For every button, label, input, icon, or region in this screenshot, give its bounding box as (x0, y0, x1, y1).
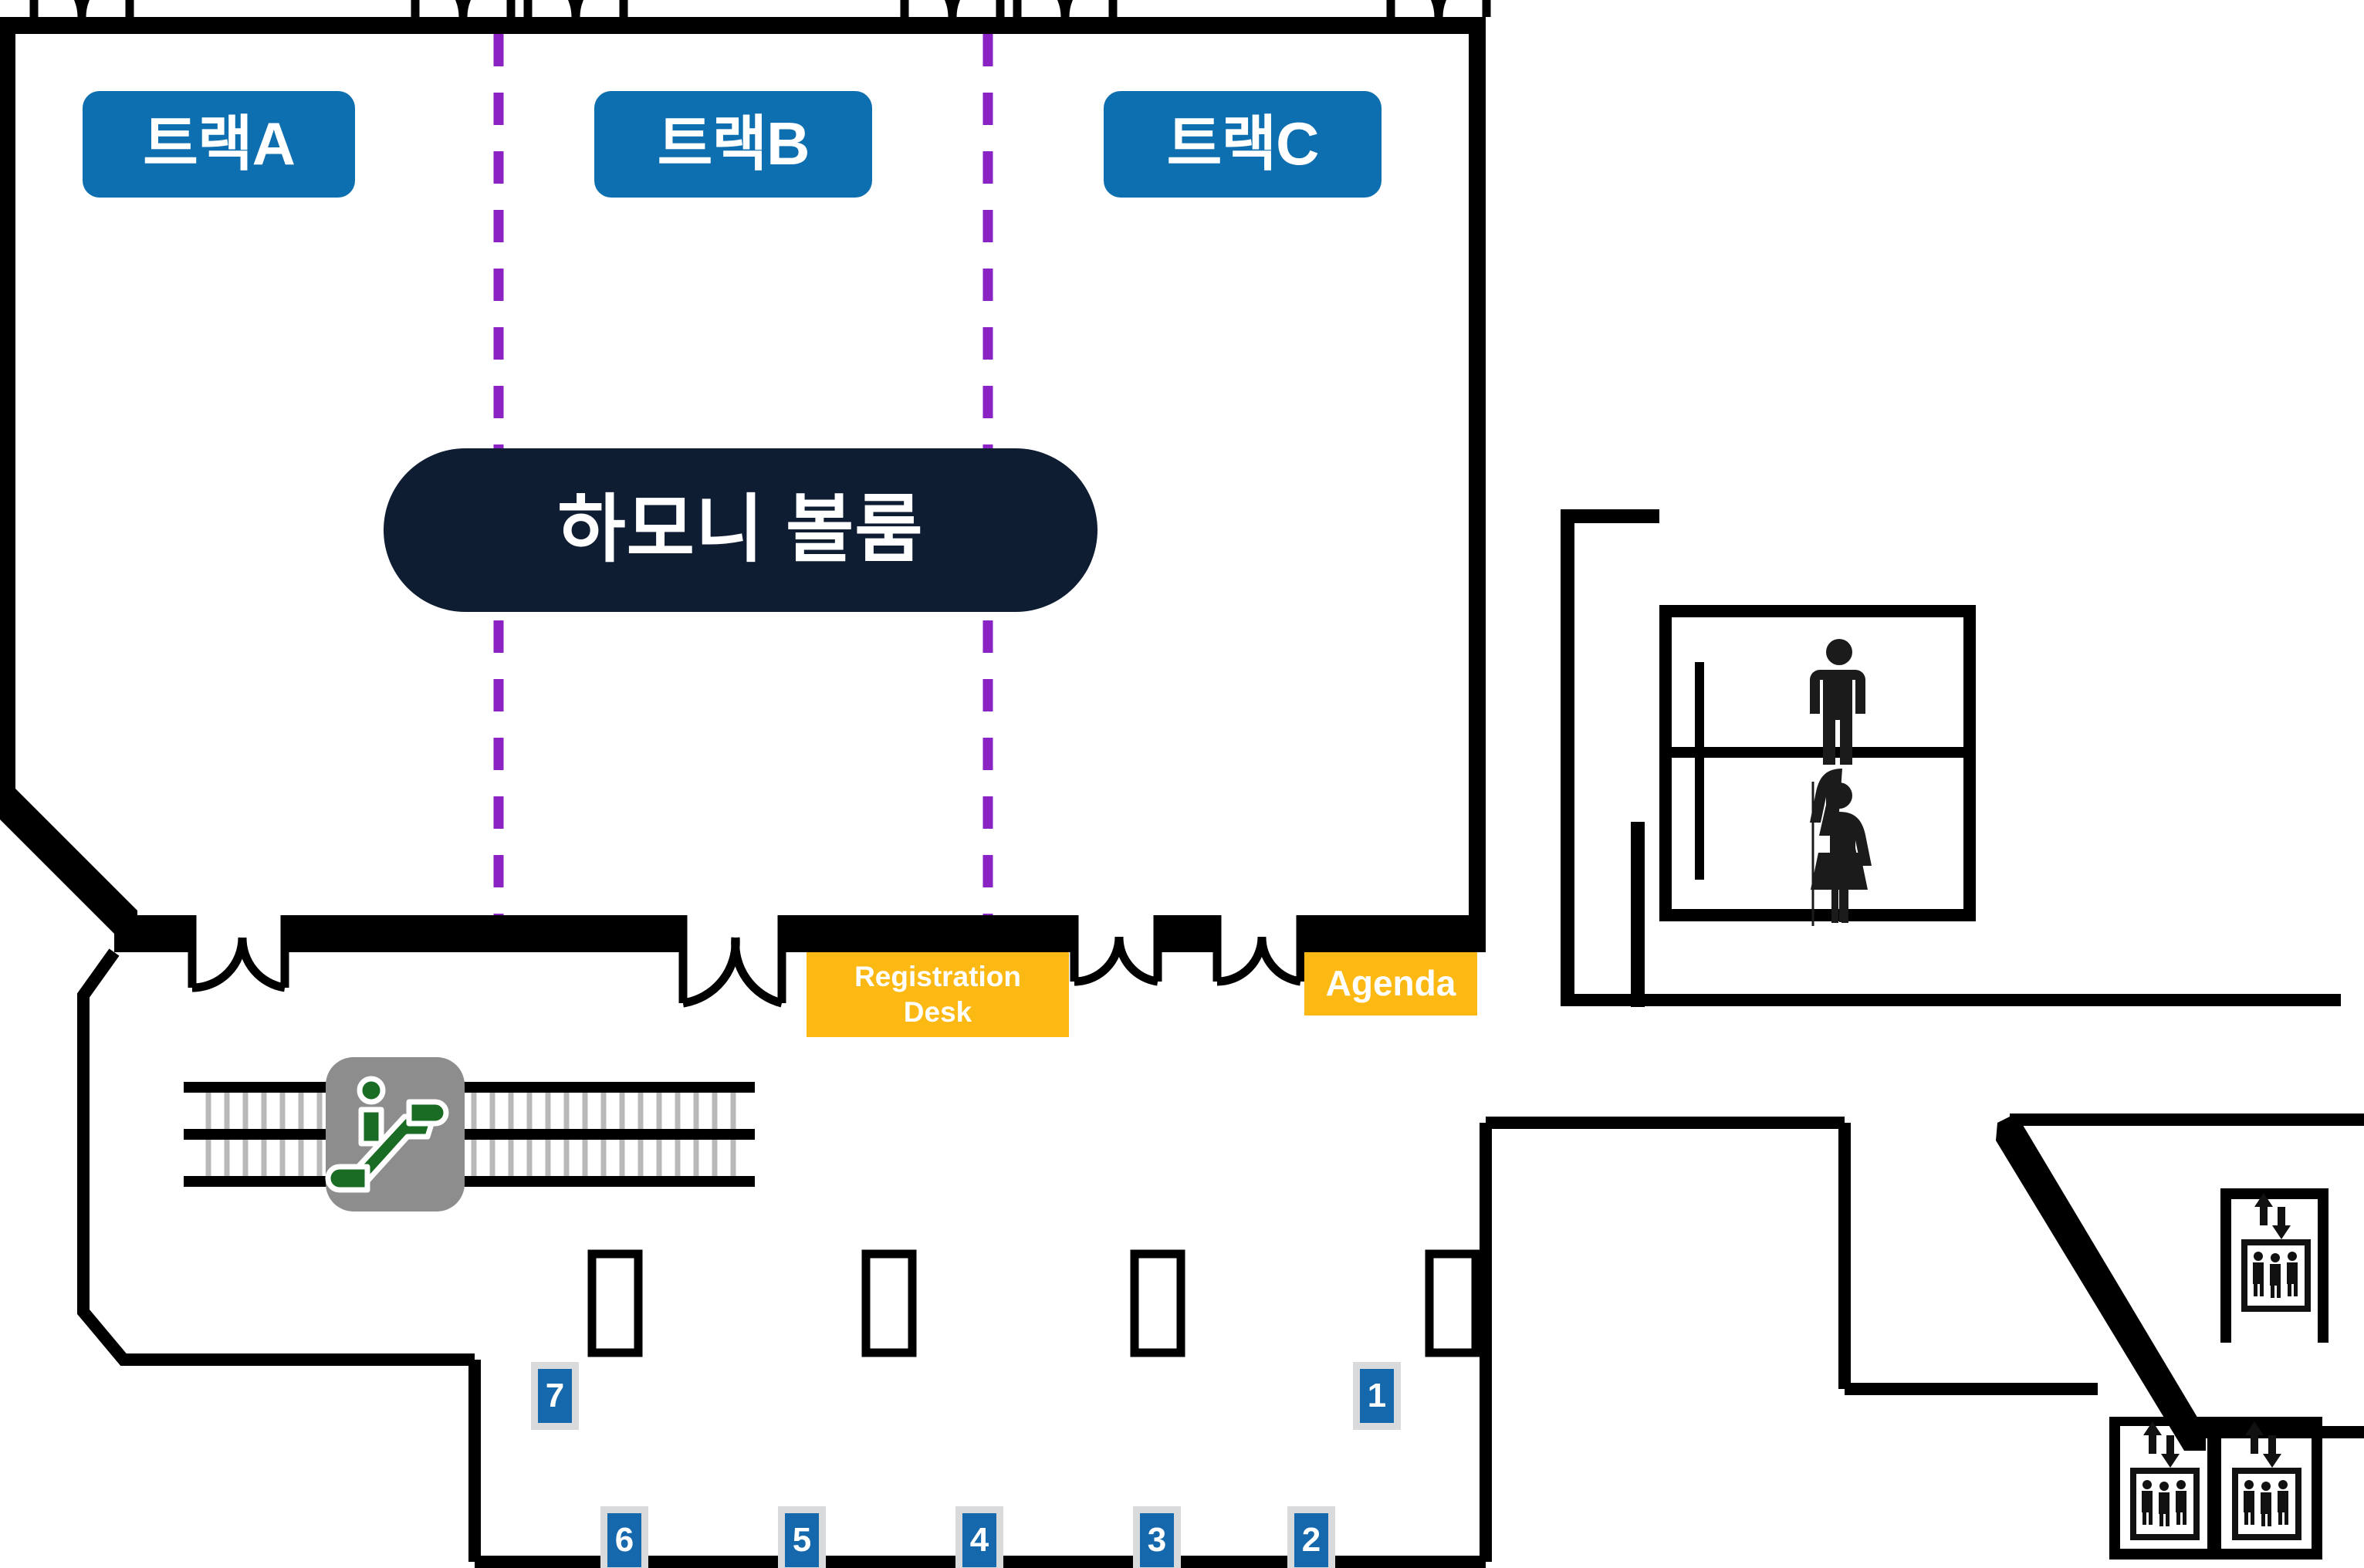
escalator-icon (325, 1057, 465, 1211)
restroom-block-walls (1561, 509, 2341, 1007)
booth-marker-7[interactable]: 7 (531, 1362, 579, 1430)
escalator-track (184, 1082, 755, 1187)
ballroom-top-doors (29, 0, 1491, 18)
booth-marker-6[interactable]: 6 (600, 1506, 648, 1568)
concourse-walls (77, 948, 2098, 1568)
column (1425, 1249, 1480, 1357)
male-restroom-icon (1810, 639, 1865, 765)
booth-marker-4[interactable]: 4 (955, 1506, 1003, 1568)
registration-desk-label[interactable]: Registration Desk (807, 952, 1069, 1037)
registration-desk-line1: Registration (854, 960, 1021, 992)
agenda-label[interactable]: Agenda (1304, 952, 1477, 1015)
booth-marker-5[interactable]: 5 (778, 1506, 826, 1568)
concourse-columns (587, 1249, 1480, 1357)
track-b-label[interactable]: 트랙B (594, 91, 872, 198)
elevator-icon (2241, 1193, 2311, 1312)
booth-marker-3[interactable]: 3 (1133, 1506, 1181, 1568)
booth-marker-2[interactable]: 2 (1287, 1506, 1335, 1568)
harmony-ballroom-label[interactable]: 하모니 볼룸 (384, 448, 1097, 612)
column (861, 1249, 917, 1357)
track-c-label[interactable]: 트랙C (1104, 91, 1382, 198)
registration-desk-line2: Desk (903, 996, 972, 1028)
ballroom-bottom-doors (188, 915, 1305, 1008)
column (587, 1249, 643, 1357)
female-restroom-icon (1810, 769, 1872, 926)
elevator-lobby-walls (1996, 1113, 2364, 1560)
elevator-icon (2130, 1421, 2200, 1540)
agenda-line1: Agenda (1325, 963, 1456, 1004)
elevator-icon (2232, 1421, 2301, 1540)
column (1130, 1249, 1185, 1357)
track-a-label[interactable]: 트랙A (83, 91, 355, 198)
booth-marker-1[interactable]: 1 (1353, 1362, 1401, 1430)
